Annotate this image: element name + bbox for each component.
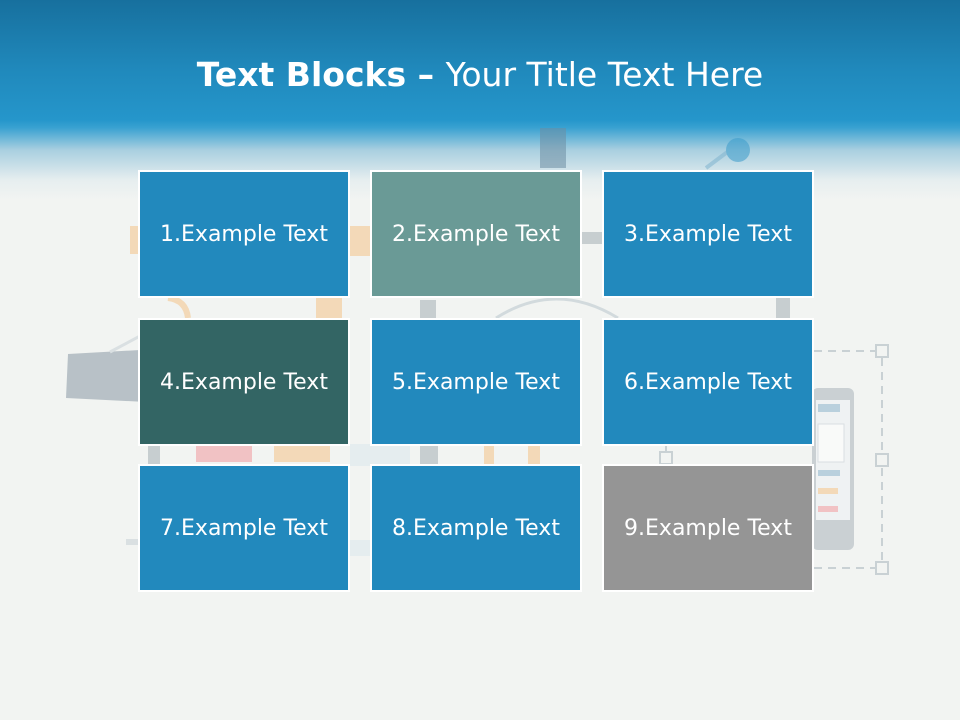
text-block-9[interactable]: 9.Example Text [602, 464, 814, 592]
grey-bar [148, 446, 160, 464]
selection-frame [659, 344, 889, 575]
title-dash: – [406, 55, 446, 94]
pink-bar [196, 446, 252, 462]
orange-bar [528, 446, 540, 466]
text-block-2[interactable]: 2.Example Text [370, 170, 582, 298]
text-block-3[interactable]: 3.Example Text [602, 170, 814, 298]
orange-bar [274, 446, 330, 462]
text-block-8[interactable]: 8.Example Text [370, 464, 582, 592]
text-block-5[interactable]: 5.Example Text [370, 318, 582, 446]
text-block-4[interactable]: 4.Example Text [138, 318, 350, 446]
slide-title: Text Blocks – Your Title Text Here [0, 52, 960, 98]
header-band [0, 0, 960, 200]
orange-note [316, 298, 342, 320]
circle-outline [495, 297, 619, 320]
light-panel [350, 540, 374, 556]
light-panel [350, 444, 410, 466]
orange-note [350, 226, 372, 256]
title-rest: Your Title Text Here [445, 55, 764, 94]
title-bold: Text Blocks [196, 55, 407, 94]
text-block-6[interactable]: 6.Example Text [602, 318, 814, 446]
pushpin-icon [540, 128, 750, 170]
grey-bar [420, 446, 438, 466]
grey-bar [776, 298, 790, 320]
grey-bar [420, 300, 436, 320]
grey-bar [582, 232, 604, 244]
orange-bar [484, 446, 494, 466]
text-block-grid: 1.Example Text 2.Example Text 3.Example … [138, 170, 814, 594]
phone-icon [812, 388, 854, 550]
text-block-7[interactable]: 7.Example Text [138, 464, 350, 592]
orange-arc [167, 295, 191, 319]
text-block-1[interactable]: 1.Example Text [138, 170, 350, 298]
